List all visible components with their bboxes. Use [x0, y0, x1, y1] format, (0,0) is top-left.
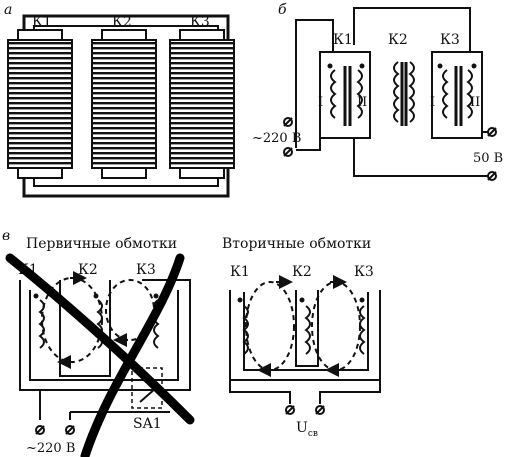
- b-coil-k2-label: К2: [388, 32, 408, 48]
- c-input-voltage: ~220 В: [26, 441, 75, 456]
- switch-sa1-label: SA1: [133, 416, 162, 432]
- d-output-voltage-sub: св: [308, 429, 318, 439]
- coil-k3-block: К3: [169, 14, 235, 179]
- panel-b-label: б: [278, 2, 287, 18]
- coil-k1-block: К1: [7, 14, 73, 179]
- b-k3-frame: [431, 51, 483, 139]
- panel-a-label: а: [4, 2, 12, 18]
- d-coil-k2-label: К2: [292, 264, 312, 280]
- d-coil-k3-label: К3: [354, 264, 374, 280]
- cross-out-stroke-1: [5, 253, 195, 425]
- secondary-windings-title: Вторичные обмотки: [222, 236, 371, 252]
- b-k3-winding-ii: II: [470, 95, 480, 110]
- panel-c-label: в: [2, 228, 10, 244]
- b-k3-winding-i: I: [430, 95, 435, 110]
- b-k1-winding-ii: II: [357, 95, 367, 110]
- b-k1-frame: [319, 51, 371, 139]
- panel-b: б К1 I II К2 К3 I II: [252, 2, 503, 181]
- coil-k2-block: К2: [91, 14, 157, 179]
- b-coil-k3-label: К3: [440, 32, 460, 48]
- coil-k1-label: К1: [32, 14, 52, 30]
- d-coil-k1-label: К1: [230, 264, 250, 280]
- panel-d: Вторичные обмотки К1 К2 К3 Uсв: [222, 236, 381, 439]
- b-input-voltage: ~220 В: [252, 131, 301, 146]
- cross-out-stroke-2: [80, 253, 185, 457]
- c-coil-k3-label: К3: [136, 262, 156, 278]
- d-output-voltage-main: U: [296, 420, 308, 436]
- b-k1-winding-i: I: [318, 95, 323, 110]
- primary-windings-title: Первичные обмотки: [26, 236, 177, 252]
- panel-c: в Первичные обмотки К1 К2 К3 SA1 ~22: [2, 228, 195, 457]
- c-coil-k2-label: К2: [78, 262, 98, 278]
- b-output-voltage: 50 В: [473, 151, 503, 166]
- d-output-voltage: Uсв: [296, 420, 318, 439]
- coil-k3-label: К3: [190, 14, 210, 30]
- b-coil-k1-label: К1: [333, 32, 353, 48]
- coil-k2-label: К2: [112, 14, 132, 30]
- panel-a: а К1 К2 К3: [4, 2, 235, 198]
